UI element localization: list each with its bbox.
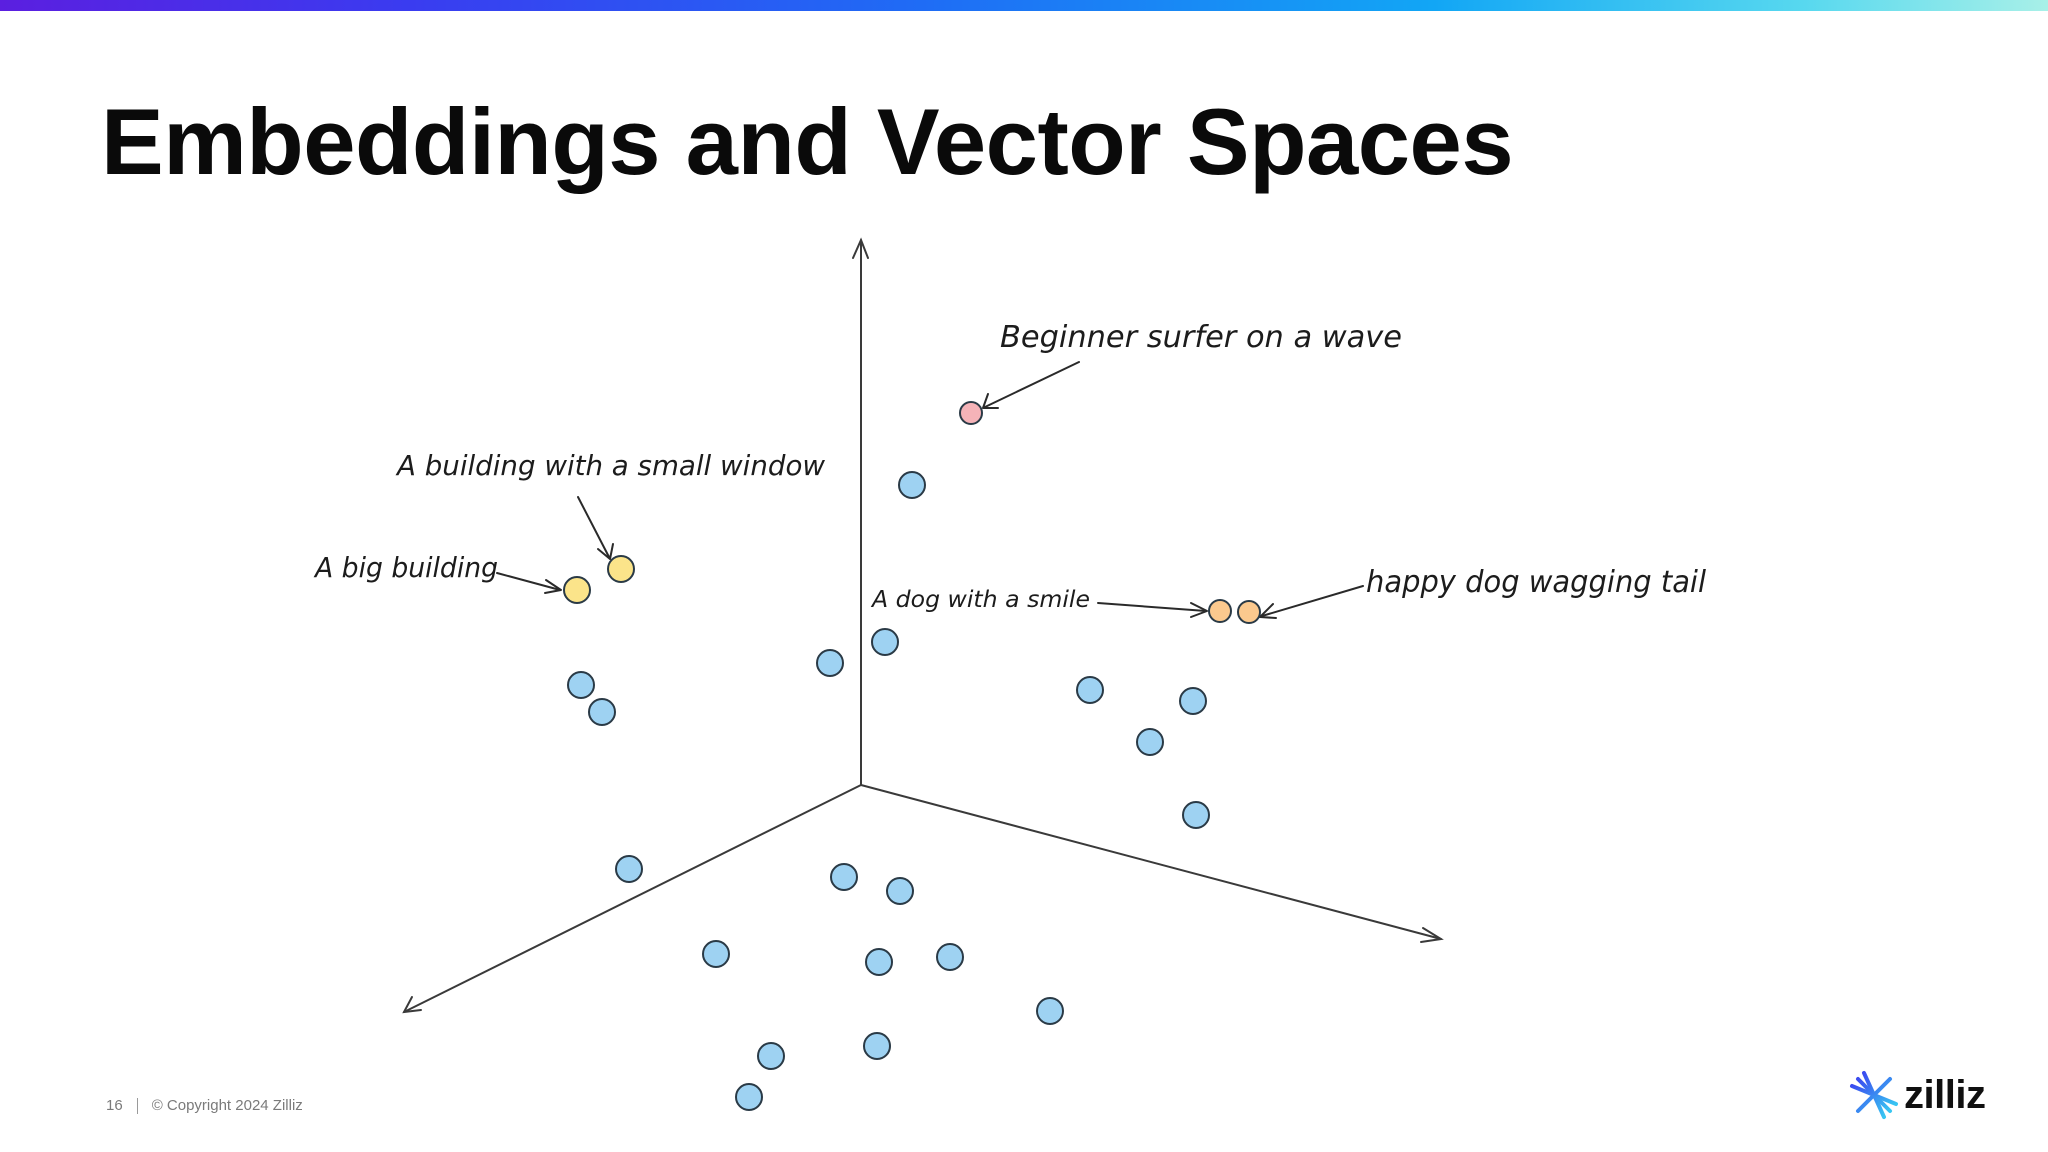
- label-happy-dog: happy dog wagging tail: [1366, 565, 1707, 600]
- point-big-building: [563, 576, 591, 604]
- y-axis-arrowhead: [852, 237, 869, 259]
- point: [816, 649, 844, 677]
- point: [865, 948, 893, 976]
- point: [567, 671, 595, 699]
- arrow-big-building: [496, 572, 561, 591]
- point: [588, 698, 616, 726]
- z-axis: [403, 784, 862, 1013]
- point: [1179, 687, 1207, 715]
- point-building-window: [607, 555, 635, 583]
- footer: 16 © Copyright 2024 Zilliz: [106, 1097, 310, 1114]
- top-gradient-bar: [0, 0, 2048, 11]
- point: [1136, 728, 1164, 756]
- page-number: 16: [106, 1097, 123, 1114]
- point-happy-dog: [1237, 600, 1261, 624]
- arrow-happy-dog: [1261, 585, 1364, 617]
- point: [702, 940, 730, 968]
- point: [757, 1042, 785, 1070]
- annotation-arrows: [496, 361, 1364, 619]
- point: [1182, 801, 1210, 829]
- label-big-building: A big building: [313, 551, 498, 584]
- point: [871, 628, 899, 656]
- point-surfer: [959, 401, 983, 425]
- label-building-window: A building with a small window: [395, 449, 825, 482]
- point: [830, 863, 858, 891]
- point: [615, 855, 643, 883]
- copyright-text: © Copyright 2024 Zilliz: [151, 1097, 303, 1114]
- slide-title: Embeddings and Vector Spaces: [101, 89, 1514, 194]
- axes: [402, 237, 1444, 1014]
- label-surfer: Beginner surfer on a wave: [1000, 320, 1402, 355]
- x-axis: [860, 784, 1442, 940]
- x-axis-arrowhead: [1420, 927, 1444, 943]
- point: [886, 877, 914, 905]
- point: [1036, 997, 1064, 1025]
- footer-divider: [136, 1097, 138, 1114]
- arrow-building-window: [577, 496, 610, 558]
- point-dog-smile: [1208, 599, 1232, 623]
- zilliz-star-icon: [1849, 1069, 1899, 1121]
- point: [735, 1083, 763, 1111]
- arrow-dog-smile: [1097, 602, 1207, 612]
- zilliz-logo: zilliz: [1848, 1068, 1986, 1122]
- z-axis-arrowhead: [402, 996, 422, 1014]
- arrow-surfer: [984, 361, 1080, 408]
- point: [863, 1032, 891, 1060]
- point: [1076, 676, 1104, 704]
- point: [936, 943, 964, 971]
- embedding-points: [563, 401, 1261, 1111]
- point: [898, 471, 926, 499]
- brand-name: zilliz: [1904, 1072, 1986, 1117]
- label-dog-smile: A dog with a smile: [870, 587, 1090, 613]
- annotation-labels: Beginner surfer on a wave A building wit…: [313, 320, 1707, 613]
